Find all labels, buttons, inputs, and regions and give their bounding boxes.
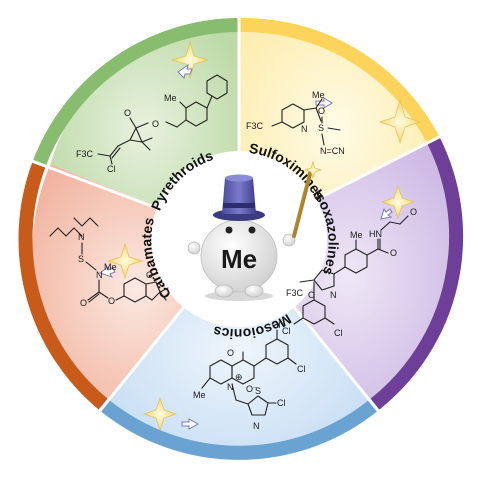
ring-segment-orange bbox=[18, 162, 108, 410]
arrow-icon-pyrethroid bbox=[177, 63, 193, 79]
mascot-left-hand bbox=[187, 241, 201, 255]
arrow-icon-mesoionic bbox=[181, 418, 200, 430]
atom-ncn: N=CN bbox=[320, 146, 345, 156]
methyl-arrows bbox=[98, 63, 393, 430]
atom-o-isoxazoline: O bbox=[308, 290, 315, 300]
atom-nh-amide: HN bbox=[369, 229, 382, 239]
outer-ring bbox=[18, 17, 464, 460]
ring-segment-purple bbox=[370, 137, 464, 410]
atom-s-sulfoximine: S bbox=[318, 123, 324, 133]
atom-o-carbamate-ester: O bbox=[108, 296, 115, 306]
atom-me-pyrethroid: Me bbox=[164, 93, 177, 103]
mascot: Me bbox=[187, 161, 322, 301]
atom-cl-isoxazoline-2: Cl bbox=[334, 328, 343, 338]
atom-o-ester: O bbox=[152, 119, 159, 129]
atom-o-minus: O⁻ bbox=[246, 384, 258, 394]
atom-s-carbamate: S bbox=[78, 254, 84, 264]
atom-cl-mesoionic-1: Cl bbox=[272, 320, 281, 330]
ring-segment-blue bbox=[98, 398, 380, 460]
atom-me-carbamate: Me bbox=[104, 262, 117, 272]
sparkles bbox=[106, 40, 422, 432]
atom-n-thiazole: N bbox=[253, 421, 260, 431]
ring-segment-green bbox=[32, 18, 240, 168]
atom-s-thiazole: S bbox=[255, 386, 261, 396]
sector-mesoionics bbox=[99, 239, 379, 461]
mascot-left-foot bbox=[214, 284, 234, 298]
structure-pyrethroid: Me O O F3C Cl bbox=[76, 74, 228, 174]
structure-carbamate: N S N Me O O O bbox=[49, 217, 169, 308]
atom-f3c-pyrethroid: F3C bbox=[76, 149, 94, 159]
atom-me-sulfoximine: Me bbox=[312, 90, 325, 100]
atom-f3c-sulfoximine: F3C bbox=[246, 121, 264, 131]
atom-n-pyridine: N bbox=[301, 124, 308, 134]
arrow-icon-isoxazoline bbox=[380, 207, 393, 220]
ring-segment-yellow bbox=[238, 17, 440, 144]
sparkle-icon-green bbox=[170, 40, 210, 80]
sparkle-icon-blue bbox=[142, 396, 178, 432]
mascot-left-eye bbox=[225, 226, 233, 234]
atom-o-amide: O bbox=[390, 248, 397, 258]
atom-cl-mesoionic-2: Cl bbox=[297, 364, 306, 374]
mascot-right-hand bbox=[282, 233, 296, 247]
sparkle-icon-orange bbox=[106, 242, 144, 280]
sparkle-icon-purple bbox=[380, 184, 416, 220]
atom-f3c-isoxazoline: F3C bbox=[286, 288, 304, 298]
structure-isoxazoline: Me O HN O N O F3C Cl Cl bbox=[282, 207, 417, 338]
mascot-right-eye bbox=[248, 226, 256, 234]
hat-crown bbox=[222, 178, 256, 214]
atom-n-mesoionic: N bbox=[227, 382, 234, 392]
arrow-icon-sulfoximine bbox=[315, 97, 333, 109]
hat-top bbox=[225, 174, 253, 182]
atom-cl-pyrethroid: Cl bbox=[107, 164, 116, 174]
atom-me-mesoionic: Me bbox=[193, 390, 206, 400]
mascot-right-foot bbox=[244, 284, 264, 298]
atom-n-isoxazoline: N bbox=[330, 290, 337, 300]
structure-mesoionic: O N O⁻ ⊕ Me Cl Cl N S Cl bbox=[193, 320, 306, 431]
sparkle-icon-yellow bbox=[378, 98, 422, 145]
atom-plus: ⊕ bbox=[235, 372, 243, 382]
atom-o-carbonyl: O bbox=[124, 108, 131, 118]
atom-n-carbamate-2: N bbox=[96, 270, 103, 280]
atom-o-oxime: O bbox=[410, 207, 417, 217]
atom-o-furan: O bbox=[146, 270, 153, 280]
atom-me-isoxazoline: Me bbox=[350, 230, 363, 240]
sector-isoxazolines bbox=[239, 142, 457, 411]
atom-o-mesoionic: O bbox=[227, 348, 234, 358]
structure-sulfoximine: F3C N Me S O N=CN bbox=[246, 90, 345, 156]
atom-cl-thiazole: Cl bbox=[277, 398, 286, 408]
wand-sparkle-icon bbox=[304, 161, 322, 179]
atom-n-carbamate-1: N bbox=[78, 232, 85, 242]
magic-wand bbox=[292, 168, 313, 238]
arrow-icon-carbamate bbox=[98, 266, 116, 278]
atom-cl-isoxazoline-1: Cl bbox=[282, 326, 291, 336]
hat-band bbox=[223, 203, 255, 208]
atom-o-sulfoximine: O bbox=[318, 106, 325, 116]
atom-o-carbamate-carbonyl: O bbox=[80, 298, 87, 308]
mascot-label: Me bbox=[221, 244, 257, 274]
